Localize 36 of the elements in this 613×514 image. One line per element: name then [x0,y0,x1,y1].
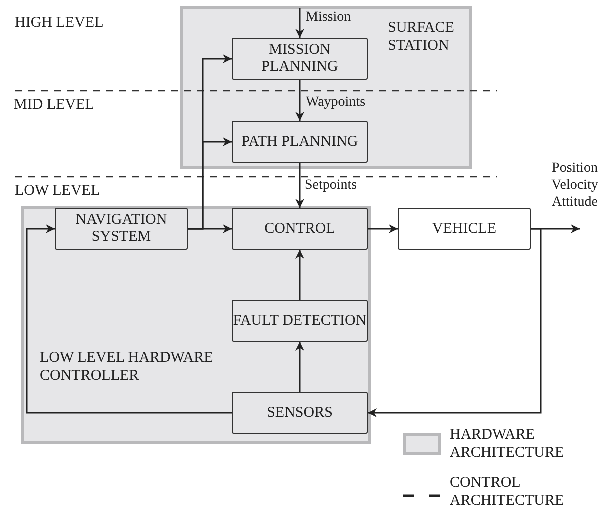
process-box [232,208,368,250]
process-box [232,121,368,163]
arrow [368,228,542,418]
box-label: NAVIGATION SYSTEM [74,212,168,246]
box-label: PATH PLANNING [242,134,358,150]
legend-text: HARDWARE ARCHITECTURE [450,426,566,462]
process-box [398,208,531,250]
group-title: LOW LEVEL HARDWARE CONTROLLER [40,349,214,385]
edge-label: Mission [306,9,352,26]
box-label: CONTROL [264,220,336,238]
box-label: FAULT DETECTION [233,312,367,330]
group-title: SURFACE STATION [388,19,456,55]
level-label: LOW LEVEL [15,183,100,200]
process-box [232,392,368,434]
arrow [296,80,304,121]
arrow [296,250,304,300]
hardware-group [21,206,371,444]
level-label: HIGH LEVEL [15,15,104,32]
arrow [26,224,232,414]
edge-label: Position Velocity Attitude [550,160,600,211]
edge-label: Setpoints [305,177,358,194]
arrow [296,163,304,208]
arrow [296,8,304,38]
arrow [296,342,304,392]
hardware-group [180,6,472,169]
arrow [368,224,398,234]
level-label: MID LEVEL [14,97,94,114]
box-label: MISSION PLANNING [260,42,340,76]
process-box [232,38,368,80]
process-box [232,300,368,342]
process-box [55,208,188,250]
edge-label: Waypoints [306,94,367,111]
arrow [188,138,232,230]
box-label: VEHICLE [432,220,497,238]
legend-text: CONTROL ARCHITECTURE [450,474,566,510]
box-label: SENSORS [267,404,333,422]
